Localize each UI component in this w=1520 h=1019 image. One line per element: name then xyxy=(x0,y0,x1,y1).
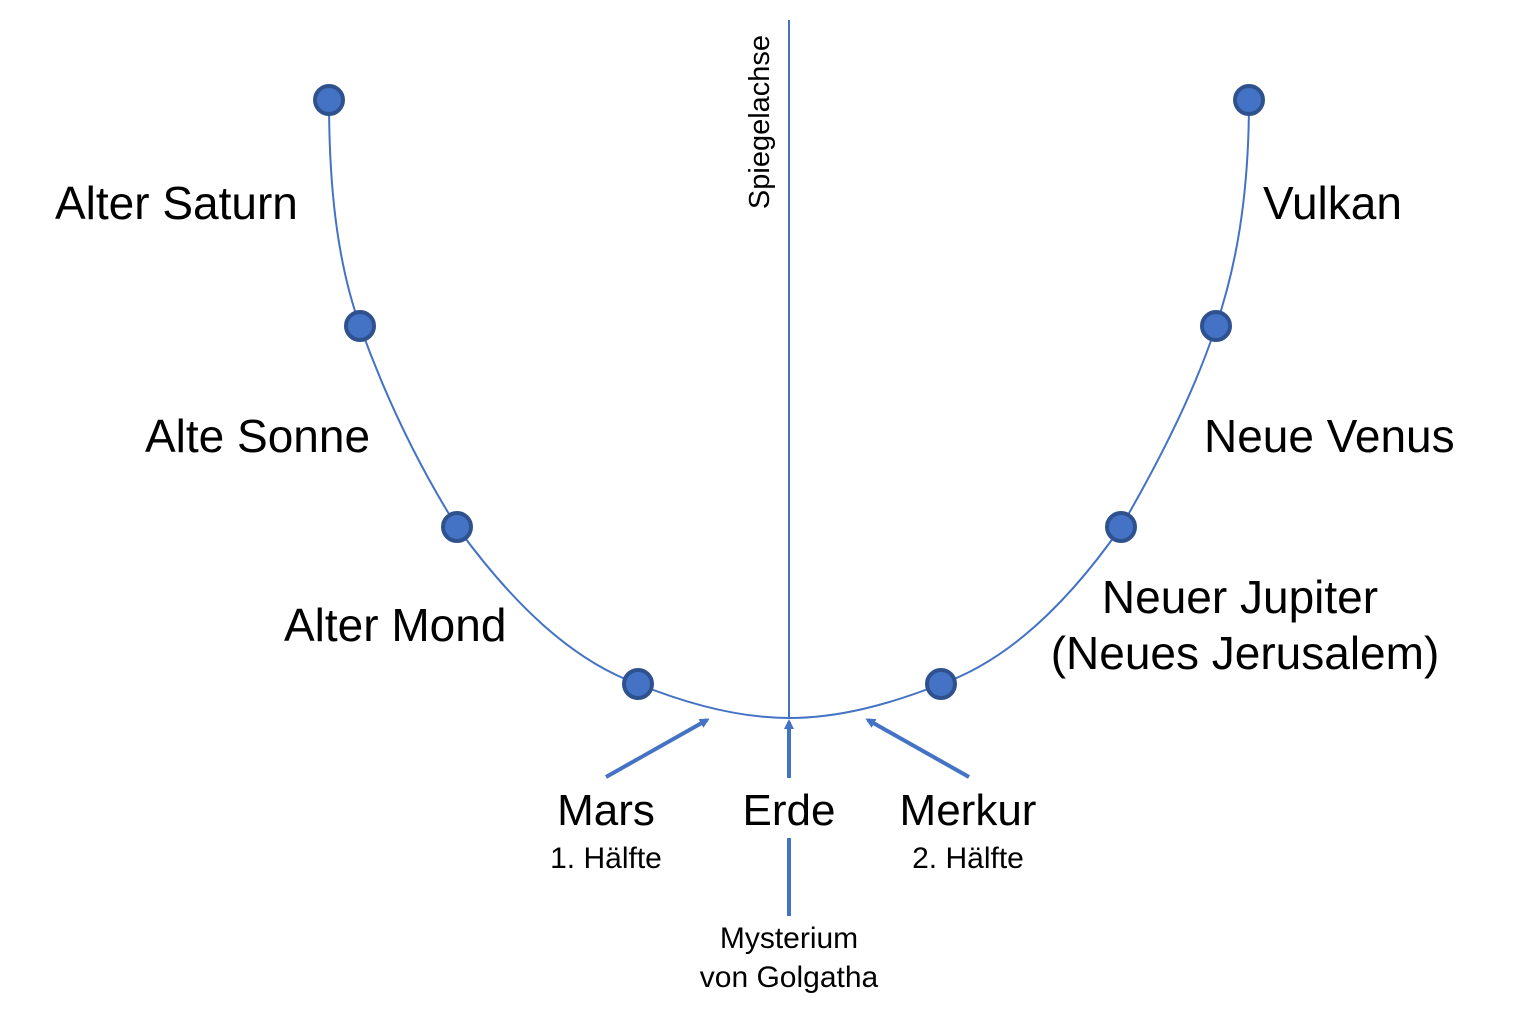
label-vulkan: Vulkan xyxy=(1263,177,1402,229)
node-neue-venus xyxy=(1200,310,1232,342)
node-neuer-jupiter xyxy=(1105,511,1137,543)
label-mars-sub: 1. Hälfte xyxy=(550,842,662,875)
label-neuer-jupiter: Neuer Jupiter xyxy=(1102,571,1378,623)
label-von-golgatha: von Golgatha xyxy=(700,961,879,994)
node-mars xyxy=(622,668,654,700)
evolution-curve xyxy=(328,99,1250,720)
node-alter-saturn xyxy=(313,84,345,116)
label-merkur-sub: 2. Hälfte xyxy=(912,842,1024,875)
arrow-mars xyxy=(605,718,710,779)
label-erde: Erde xyxy=(743,786,836,835)
label-merkur: Merkur xyxy=(900,786,1037,835)
label-neue-venus: Neue Venus xyxy=(1204,410,1455,462)
label-alter-mond: Alter Mond xyxy=(284,599,506,651)
node-merkur xyxy=(925,668,957,700)
label-alter-saturn: Alter Saturn xyxy=(55,177,298,229)
node-alte-sonne xyxy=(344,310,376,342)
arrow-merkur xyxy=(865,718,970,779)
label-neues-jerusalem: (Neues Jerusalem) xyxy=(1051,627,1440,679)
label-mars: Mars xyxy=(557,786,655,835)
label-alte-sonne: Alte Sonne xyxy=(145,410,370,462)
node-vulkan xyxy=(1233,84,1265,116)
label-mysterium: Mysterium xyxy=(720,922,858,955)
node-alter-mond xyxy=(441,511,473,543)
mirror-axis-label: Spiegelachse xyxy=(744,35,776,209)
